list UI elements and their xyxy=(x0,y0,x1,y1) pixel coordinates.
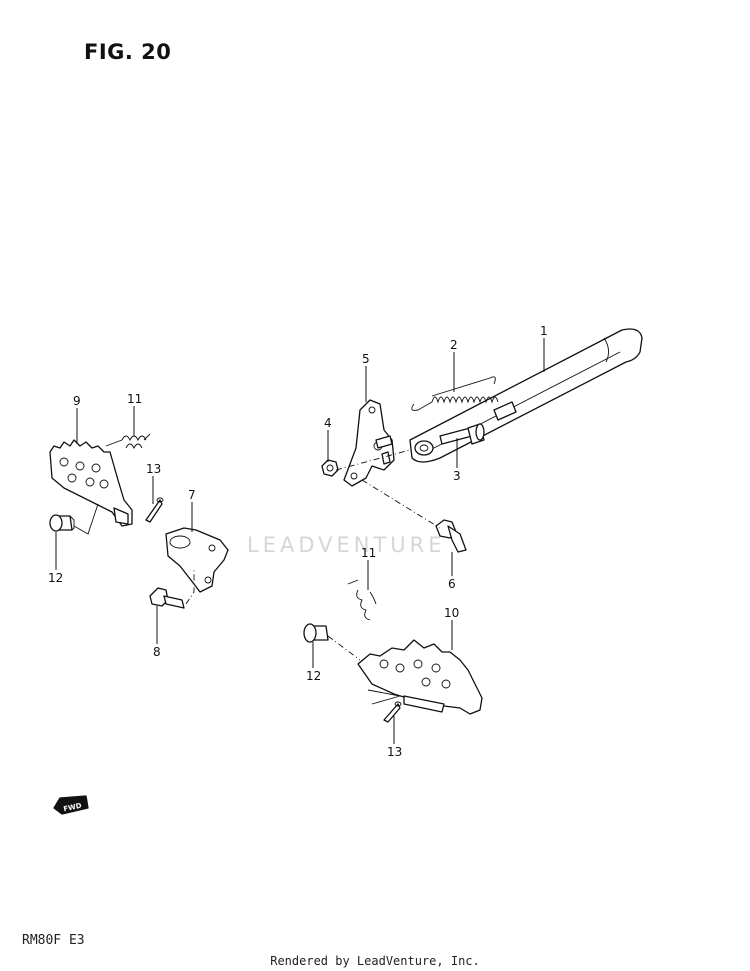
callout-5: 5 xyxy=(362,352,370,366)
leader-cotter-footrest xyxy=(367,689,401,705)
centerline-bolt-bracket xyxy=(185,570,195,605)
callout-7: 7 xyxy=(188,488,196,502)
callout-12-upper: 12 xyxy=(48,571,63,585)
callout-13-upper: 13 xyxy=(146,462,161,476)
fwd-badge-text: FWD xyxy=(63,802,83,814)
callout-10: 10 xyxy=(444,606,459,620)
callout-2: 2 xyxy=(450,338,458,352)
part-12-pin-lower[interactable] xyxy=(303,623,329,643)
callout-9: 9 xyxy=(73,394,81,408)
watermark-text: LEADVENTURE xyxy=(247,533,446,557)
leader-lines xyxy=(55,338,545,744)
callout-4: 4 xyxy=(324,416,332,430)
leader-pin-upper xyxy=(73,503,99,535)
centerline-bracket-bolt xyxy=(361,479,441,529)
callout-12-lower: 12 xyxy=(306,669,321,683)
part-13-cotter-pin-upper[interactable] xyxy=(145,497,164,523)
part-3-bolt[interactable] xyxy=(439,423,485,445)
callout-13-lower: 13 xyxy=(387,745,402,759)
centerline-pin-footrest xyxy=(327,635,361,661)
part-11-spring-lower[interactable] xyxy=(347,579,377,621)
part-5-bracket[interactable] xyxy=(343,399,395,487)
part-12-pin-upper[interactable] xyxy=(49,514,75,532)
callout-3: 3 xyxy=(453,469,461,483)
part-2-spring[interactable] xyxy=(411,376,499,411)
part-10-footrest-right[interactable] xyxy=(357,639,483,715)
fwd-badge: FWD xyxy=(53,795,89,815)
part-4-nut[interactable] xyxy=(321,459,339,477)
part-8-bolt[interactable] xyxy=(149,587,185,609)
figure-title: FIG. 20 xyxy=(84,40,172,64)
callout-11-upper: 11 xyxy=(127,392,142,406)
part-6-bolt[interactable] xyxy=(435,519,467,553)
callout-numbers: 1 2 3 4 5 6 7 8 9 10 11 11 12 12 13 13 xyxy=(48,324,548,759)
footer-credit: Rendered by LeadVenture, Inc. xyxy=(270,954,480,968)
part-11-spring-upper[interactable] xyxy=(105,433,151,450)
callout-11-lower: 11 xyxy=(361,546,376,560)
model-code: RM80F E3 xyxy=(22,933,85,948)
part-7-footrest-bracket[interactable] xyxy=(165,527,229,593)
callout-1: 1 xyxy=(540,324,548,338)
callout-8: 8 xyxy=(153,645,161,659)
callout-6: 6 xyxy=(448,577,456,591)
part-9-footrest-left[interactable] xyxy=(49,439,133,527)
part-13-cotter-pin-lower[interactable] xyxy=(383,701,402,723)
